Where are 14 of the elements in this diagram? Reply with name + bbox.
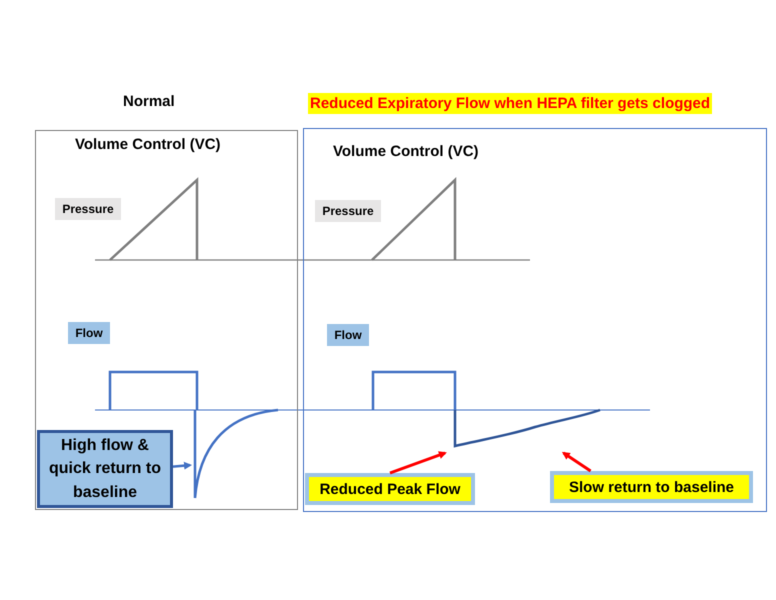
arrow (172, 462, 192, 470)
callout-label: Reduced Peak Flow (305, 473, 475, 505)
panel-title: Volume Control (VC) (333, 143, 479, 160)
panel-title: Volume Control (VC) (75, 136, 221, 153)
waveform-label: Pressure (315, 200, 381, 222)
callout-box: High flow & quick return to baseline (37, 430, 173, 508)
arrow (562, 452, 592, 472)
callout-label: Slow return to baseline (550, 471, 753, 503)
highlighted-heading: Reduced Expiratory Flow when HEPA filter gets clogged (308, 93, 712, 114)
waveform-label: Flow (68, 322, 110, 344)
panel-heading: Normal (123, 93, 175, 110)
waveform-label: Flow (327, 324, 369, 346)
waveform-label: Pressure (55, 198, 121, 220)
arrow (389, 451, 447, 474)
